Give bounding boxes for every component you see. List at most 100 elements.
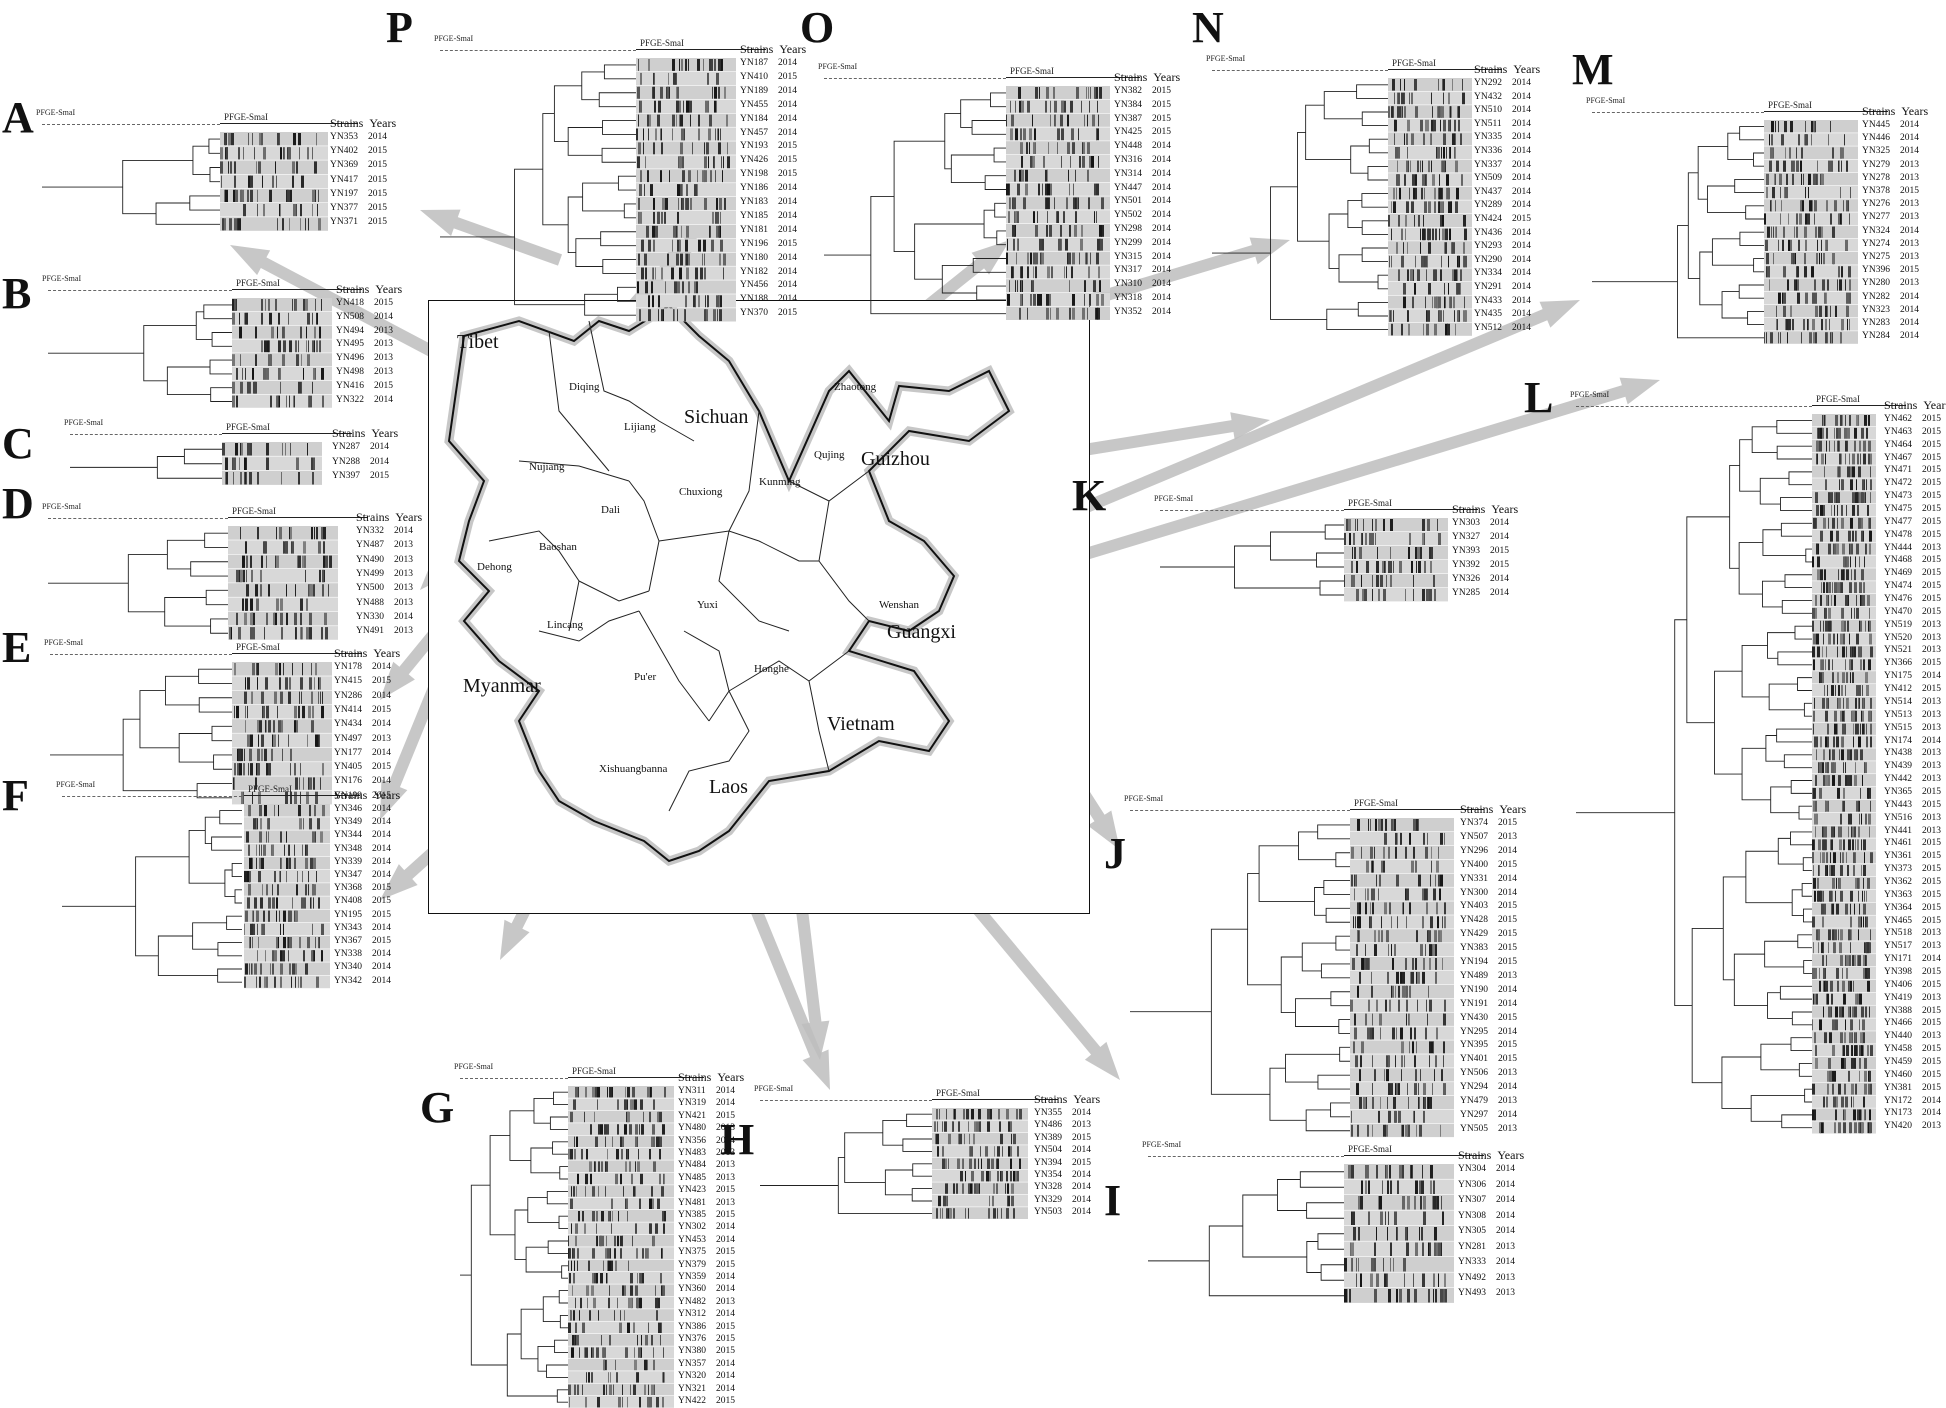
gel-band bbox=[579, 1347, 580, 1358]
gel-band bbox=[1436, 902, 1438, 915]
gel-band bbox=[1832, 929, 1834, 941]
gel-band bbox=[1414, 1110, 1415, 1123]
gel-band bbox=[663, 1285, 665, 1296]
gel-band bbox=[1787, 279, 1789, 291]
gel-band bbox=[1844, 427, 1847, 439]
gel-band bbox=[298, 705, 300, 719]
gel-band bbox=[662, 1124, 665, 1135]
gel-band bbox=[1850, 890, 1853, 902]
gel-band bbox=[677, 239, 680, 252]
gel-band bbox=[637, 281, 639, 294]
gel-band bbox=[1815, 1058, 1818, 1069]
gel-band bbox=[1865, 916, 1866, 928]
gel-band bbox=[296, 161, 298, 174]
gel-band bbox=[1813, 993, 1814, 1005]
gel-band bbox=[256, 598, 259, 611]
gel-band bbox=[1355, 916, 1356, 929]
gel-band bbox=[282, 326, 284, 339]
gel-band bbox=[1435, 930, 1437, 943]
gel-band bbox=[591, 1372, 593, 1383]
gel-band bbox=[590, 1124, 592, 1135]
gel-band bbox=[615, 1173, 618, 1185]
gel-band bbox=[234, 663, 236, 676]
gel-band bbox=[1363, 958, 1366, 970]
tree-branch bbox=[143, 325, 197, 382]
gel-band bbox=[1365, 1180, 1367, 1194]
gel-band bbox=[1404, 106, 1406, 118]
strain-id: YN290 bbox=[1474, 254, 1502, 265]
gel-band bbox=[294, 705, 297, 719]
gel-band bbox=[259, 831, 262, 843]
gel-band bbox=[1043, 156, 1045, 168]
gel-band bbox=[240, 472, 242, 485]
gel-band bbox=[1863, 440, 1866, 452]
gel-band bbox=[247, 189, 249, 202]
gel-band bbox=[1864, 1070, 1867, 1082]
gel-band bbox=[234, 161, 236, 174]
gel-band bbox=[1422, 1165, 1423, 1179]
gel-band bbox=[1395, 985, 1396, 998]
gel-band bbox=[682, 281, 684, 294]
gel-band bbox=[1357, 930, 1358, 943]
strain-id: YN484 bbox=[678, 1160, 706, 1171]
gel-band bbox=[971, 1109, 974, 1120]
gel-band bbox=[267, 340, 269, 353]
gel-band bbox=[1356, 589, 1359, 601]
gel-band bbox=[272, 950, 274, 962]
gel-band bbox=[1834, 929, 1837, 941]
years-header: Years bbox=[395, 510, 423, 524]
gel-band bbox=[1835, 890, 1836, 902]
gel-band bbox=[1821, 453, 1824, 465]
gel-band bbox=[240, 189, 242, 202]
gel-band bbox=[1009, 280, 1010, 292]
gel-band bbox=[319, 734, 320, 747]
gel-band bbox=[320, 691, 321, 704]
gel-band bbox=[1096, 294, 1097, 306]
tree-branch bbox=[1741, 747, 1771, 801]
tree-branch bbox=[1377, 274, 1388, 290]
gel-band bbox=[652, 295, 654, 308]
tree-branch bbox=[1794, 625, 1812, 640]
gel-band bbox=[614, 1310, 615, 1321]
gel-band bbox=[1069, 183, 1070, 196]
gel-band bbox=[1783, 292, 1786, 304]
gel-band bbox=[588, 1260, 590, 1271]
gel-band bbox=[1411, 133, 1414, 145]
gel-band bbox=[289, 677, 291, 690]
year-value: 2013 bbox=[716, 1172, 735, 1183]
gel-band bbox=[1859, 1070, 1860, 1082]
gel-band bbox=[1413, 575, 1414, 587]
gel-band bbox=[1370, 916, 1372, 929]
gel-band bbox=[655, 1297, 658, 1309]
year-value: 2015 bbox=[1498, 915, 1517, 926]
year-value: 2015 bbox=[1922, 1057, 1941, 1067]
gel-band bbox=[1101, 225, 1104, 237]
strain-id: YN296 bbox=[1460, 845, 1488, 856]
gel-band bbox=[969, 1183, 972, 1194]
gel-band bbox=[1854, 826, 1856, 838]
gel-band bbox=[1458, 255, 1459, 268]
gel-band bbox=[1007, 294, 1010, 306]
year-value: 2014 bbox=[716, 1272, 735, 1282]
gel-band bbox=[574, 1136, 575, 1147]
gel-band bbox=[1425, 296, 1426, 309]
gel-band bbox=[262, 923, 265, 935]
gel-band bbox=[299, 691, 300, 704]
gel-band bbox=[1811, 134, 1812, 146]
gel-band bbox=[279, 527, 282, 540]
gel-band bbox=[1858, 826, 1860, 838]
gel-band bbox=[1459, 310, 1460, 322]
gel-band bbox=[1448, 201, 1451, 213]
gel-band bbox=[1849, 543, 1850, 555]
gel-band bbox=[1844, 134, 1845, 146]
tree-branch bbox=[616, 286, 636, 302]
gel-band bbox=[1438, 106, 1440, 118]
